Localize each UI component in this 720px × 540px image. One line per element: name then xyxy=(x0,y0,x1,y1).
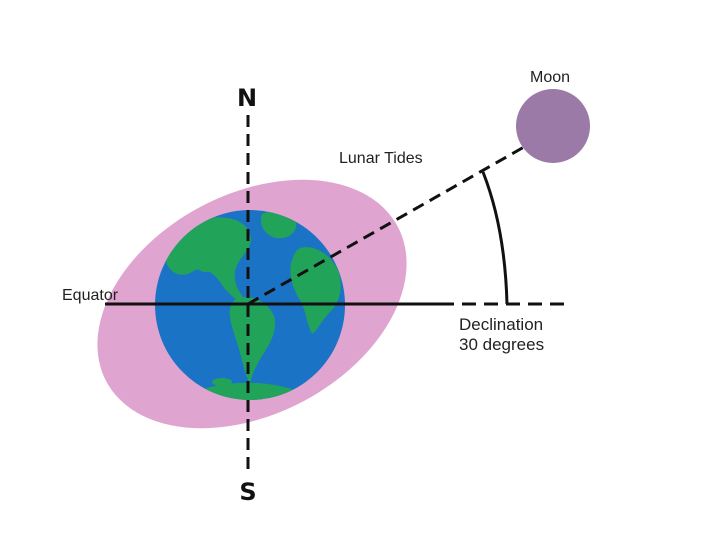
declination-label: Declination xyxy=(459,315,543,334)
island-landmass xyxy=(212,378,232,386)
island-landmass xyxy=(198,264,214,272)
moon xyxy=(516,89,590,163)
north-label: N xyxy=(237,84,257,112)
declination-angle-arc xyxy=(483,172,507,304)
moon-label: Moon xyxy=(530,69,570,86)
equator-label: Equator xyxy=(62,287,119,304)
south-label: S xyxy=(239,478,256,506)
lunar-tides-label: Lunar Tides xyxy=(339,150,423,167)
declination-value-label: 30 degrees xyxy=(459,335,544,354)
